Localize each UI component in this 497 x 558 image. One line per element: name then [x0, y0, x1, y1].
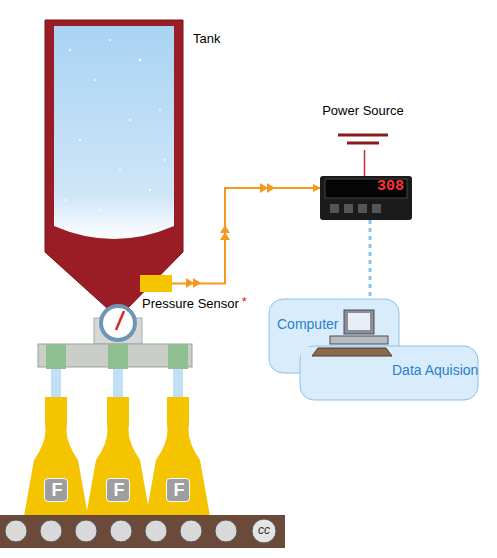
tank-body: [45, 20, 183, 318]
data-link: [369, 220, 372, 298]
base-unit: [330, 336, 388, 344]
tank: Tank: [45, 20, 183, 318]
bottle-badge: F: [166, 478, 190, 502]
power-wire: [364, 150, 366, 176]
meter-button: [372, 204, 381, 213]
node-text: 308: [377, 178, 404, 195]
meter-button: [330, 204, 339, 213]
node-text: Power Source: [322, 104, 404, 119]
manifold: [38, 344, 192, 399]
panel-lower: [300, 346, 478, 400]
node-text: *: [242, 295, 247, 310]
screen: [348, 313, 370, 330]
battery-plate-short: [347, 142, 379, 145]
node-text: F: [52, 480, 63, 501]
monitor: [344, 310, 374, 334]
node-text: Pressure Sensor: [142, 297, 239, 312]
panel-join: [301, 347, 398, 372]
panel-upper: [269, 299, 399, 373]
power-source: Power Source: [318, 104, 408, 150]
gauge-valve: [94, 306, 142, 344]
bottles: [24, 397, 210, 516]
conveyor: [0, 515, 285, 548]
node-text: F: [174, 480, 185, 501]
meter-button: [344, 204, 353, 213]
roller-mark: cc: [258, 524, 270, 538]
keyboard: [312, 348, 392, 356]
pressure-sensor: Pressure Sensor*: [140, 275, 172, 292]
bottle-badge: F: [44, 478, 68, 502]
signal-arrowheads: [186, 183, 275, 288]
digital-meter: 308: [320, 176, 412, 220]
battery-plate-long: [338, 134, 388, 137]
node-text: Data Aquision: [392, 362, 478, 378]
meter-button: [358, 204, 367, 213]
display-window: [325, 179, 407, 198]
node-text: F: [114, 480, 125, 501]
computer-panel: ComputerData Aquision: [268, 298, 480, 401]
node-text: Tank: [193, 32, 220, 47]
panel-outline: [268, 298, 480, 401]
signal-wire: [172, 188, 320, 284]
bottle-badge: F: [106, 478, 130, 502]
node-text: Computer: [277, 316, 338, 332]
